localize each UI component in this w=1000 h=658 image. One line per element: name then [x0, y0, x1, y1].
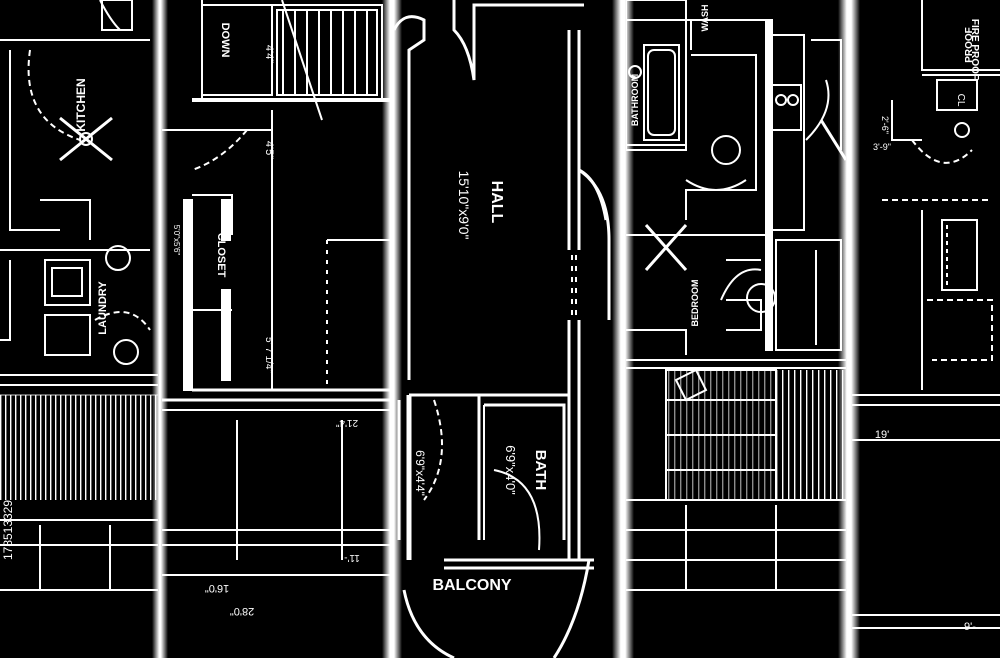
kitchen-label: KITCHEN: [74, 78, 88, 131]
bath-side-dimensions: 6'9"x4'4": [413, 450, 427, 496]
bath-label: BATH: [532, 450, 549, 491]
dim-28: 28'0": [230, 605, 254, 617]
stock-id-watermark: 178513329: [1, 430, 16, 630]
stock-id-svg: 178513329: [1, 500, 15, 560]
laundry-label: LAUNDRY: [97, 281, 109, 335]
cl-label: CL: [955, 94, 966, 107]
dim-5-7: 5' 7 1/4": [263, 337, 274, 373]
roll-4-drawing: BATHROOM BEDROOM WASH: [626, 0, 846, 591]
balcony-label: BALCONY: [432, 577, 511, 594]
bathroom-label: BATHROOM: [630, 74, 640, 126]
dim-4-4: 4'4": [263, 45, 275, 63]
blueprint-roll-4: BATHROOM BEDROOM WASH: [626, 0, 846, 658]
bedroom-label: BEDROOM: [690, 280, 700, 327]
hall-label: HALL: [488, 181, 505, 224]
roll-5-drawing: FIRE PROOF PROOF CL 2'-6" 3'-9" 19' 9'-: [852, 0, 1000, 633]
roll-3-drawing: HALL 15'10"x9'0" BATH 6'9"x4'0" 6'9"x4'4…: [394, 0, 611, 658]
blueprint-roll-3: HALL 15'10"x9'0" BATH 6'9"x4'0" 6'9"x4'4…: [394, 0, 622, 658]
closet-label: CLOSET: [215, 233, 227, 278]
dim-19: 19': [875, 429, 889, 441]
blueprint-roll-2: DOWN CLOSET 5'0"x5'6" 4'4" 4'5" 5' 7 1/4…: [162, 0, 390, 658]
dim-16: 16'0": [205, 582, 229, 594]
hall-small-dim: 5'0"x5'6": [172, 225, 181, 256]
blueprint-roll-1: KITCHEN LAUNDRY: [0, 0, 158, 658]
dim-4-5: 4'5": [263, 141, 275, 159]
roll-2-drawing: DOWN CLOSET 5'0"x5'6" 4'4" 4'5" 5' 7 1/4…: [162, 0, 390, 617]
dim-2-6: 2'-6": [880, 116, 890, 134]
bath-dimensions: 6'9"x4'0": [503, 445, 518, 495]
blueprint-roll-5: FIRE PROOF PROOF CL 2'-6" 3'-9" 19' 9'-: [852, 0, 1000, 658]
hall-dimensions: 15'10"x9'0": [456, 170, 472, 239]
wash-label: WASH: [700, 5, 710, 32]
down-label: DOWN: [219, 23, 231, 58]
dim-11: 11'-: [344, 552, 360, 563]
proof-label: PROOF: [964, 27, 975, 63]
fire-proof-label: FIRE PROOF: [969, 19, 980, 80]
roll-1-drawing: KITCHEN LAUNDRY: [0, 0, 158, 591]
dim-3-9: 3'-9": [873, 142, 891, 152]
dim-21: 21'4": [335, 417, 358, 428]
dim-9: 9'-: [964, 621, 976, 633]
stock-id-text: 178513329: [1, 500, 15, 560]
